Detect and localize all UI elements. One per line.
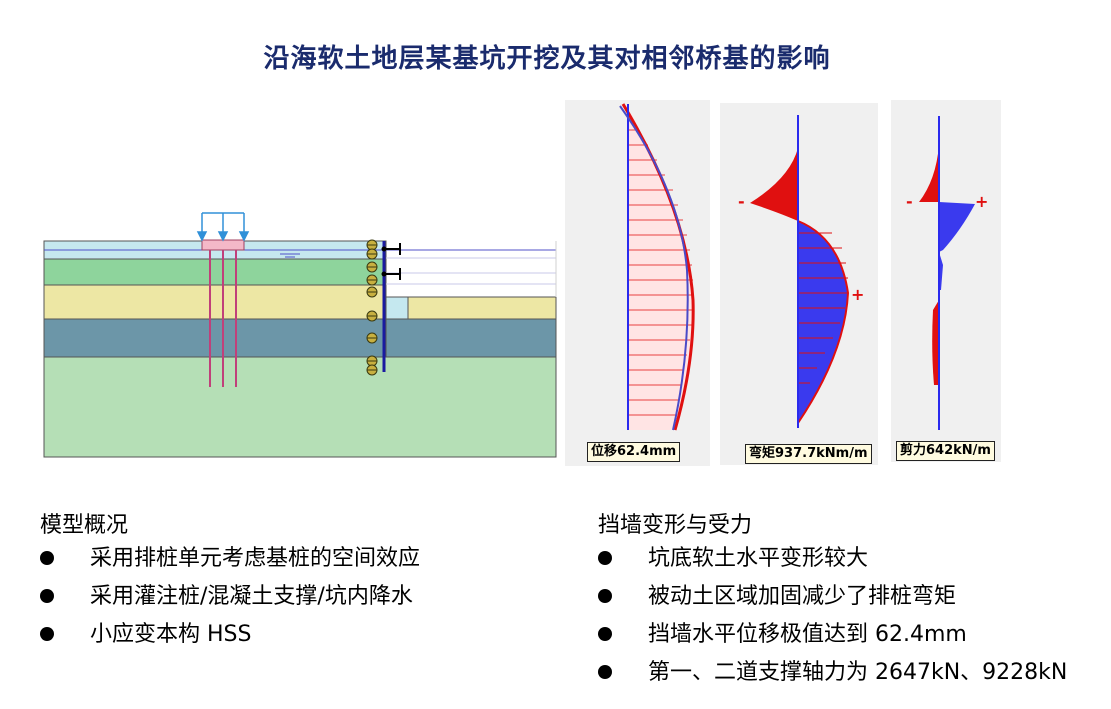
shear-force-diagram	[891, 100, 1001, 462]
bending-moment-max-label: 弯矩937.7kNm/m	[745, 444, 872, 464]
list-item: 小应变本构 HSS	[40, 616, 420, 654]
model-overview-list: 采用排桩单元考虑基桩的空间效应 采用灌注桩/混凝土支撑/坑内降水 小应变本构 H…	[40, 540, 420, 654]
list-item: 被动土区域加固减少了排桩弯矩	[598, 578, 1067, 616]
bullet-icon	[40, 551, 54, 565]
list-item: 挡墙水平位移极值达到 62.4mm	[598, 616, 1067, 654]
struts	[384, 243, 401, 280]
wall-behavior-list: 坑底软土水平变形较大 被动土区域加固减少了排桩弯矩 挡墙水平位移极值达到 62.…	[598, 540, 1067, 692]
excavation-silt	[385, 318, 557, 358]
list-item: 采用灌注桩/混凝土支撑/坑内降水	[40, 578, 420, 616]
displacement-diagram	[565, 100, 710, 466]
surcharge-load-arrows	[196, 212, 250, 242]
bullet-icon	[598, 589, 612, 603]
bullet-icon	[598, 551, 612, 565]
bending-moment-diagram	[720, 103, 878, 465]
soil-layer-deep	[43, 356, 557, 458]
shear-positive-sign: +	[975, 192, 989, 211]
displacement-max-label: 位移62.4mm	[587, 442, 681, 462]
list-item: 采用排桩单元考虑基桩的空间效应	[40, 540, 420, 578]
model-overview-heading: 模型概况	[40, 513, 129, 538]
wall-interface-markers	[366, 239, 378, 376]
bullet-icon	[40, 589, 54, 603]
bridge-piles	[209, 250, 237, 387]
shear-force-max-label: 剪力642kN/m	[896, 441, 995, 461]
excavation-improved-zone	[385, 296, 409, 320]
bullet-icon	[598, 665, 612, 679]
bullet-icon	[598, 627, 612, 641]
excavation-model-diagram	[43, 212, 557, 458]
moment-negative-sign: -	[738, 192, 745, 211]
list-item: 第一、二道支撑轴力为 2647kN、9228kN	[598, 654, 1067, 692]
bullet-icon	[40, 627, 54, 641]
soil-layer-clay	[43, 258, 387, 286]
page-title: 沿海软土地层某基坑开挖及其对相邻桥基的影响	[263, 44, 831, 74]
moment-positive-sign: +	[851, 285, 865, 304]
excavation-sand	[407, 296, 557, 320]
wall-behavior-heading: 挡墙变形与受力	[598, 513, 753, 538]
soil-layer-silt	[43, 318, 387, 358]
list-item: 坑底软土水平变形较大	[598, 540, 1067, 578]
shear-negative-sign: -	[906, 192, 913, 211]
soil-layer-sand	[43, 284, 387, 320]
